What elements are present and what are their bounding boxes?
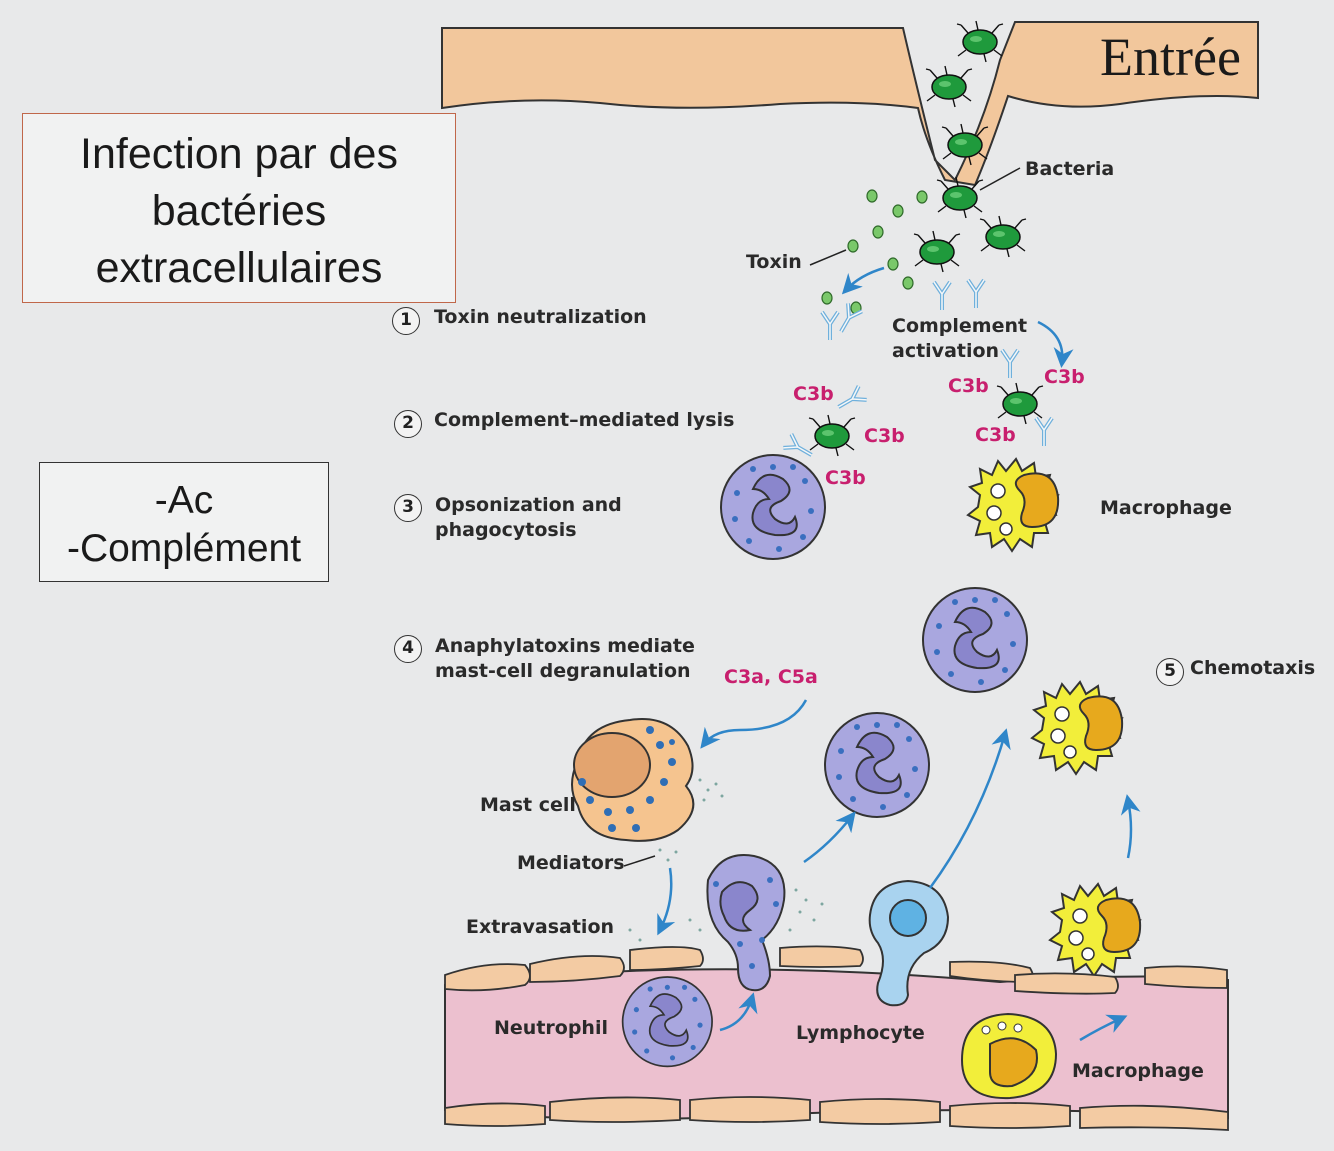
macrophage-top-cell xyxy=(967,458,1060,552)
step-4-label-line-2: mast-cell degranulation xyxy=(435,660,691,682)
neutrophil-migrating-2 xyxy=(824,712,930,818)
bacteria-label: Bacteria xyxy=(1025,158,1115,180)
macrophage-in-vessel xyxy=(960,1012,1058,1100)
step-4-label-line-1: Anaphylatoxins mediate xyxy=(435,635,695,657)
step-3-label-line-1: Opsonization and xyxy=(435,494,622,516)
neutrophil-extravasating xyxy=(706,854,786,992)
complement-activation-label-2: activation xyxy=(892,340,1000,362)
c3b-label-3: C3b xyxy=(825,467,866,489)
title-line-2: bactéries xyxy=(151,187,327,235)
lymphocyte-graphic xyxy=(868,879,950,1007)
macrophage-chemotaxis xyxy=(1031,681,1124,775)
macrophage-top-label: Macrophage xyxy=(1100,497,1232,519)
macrophage-bottom-label: Macrophage xyxy=(1072,1060,1204,1082)
title-line-3: extracellulaires xyxy=(95,244,383,292)
step-3-number: 3 xyxy=(394,494,422,522)
c3b-label-1: C3b xyxy=(793,383,834,405)
extravasation-label: Extravasation xyxy=(466,916,615,938)
toxin-label: Toxin xyxy=(746,251,802,273)
c3b-label-5: C3b xyxy=(1044,366,1085,388)
step-2-number: 2 xyxy=(394,410,422,438)
c3b-label-2: C3b xyxy=(864,425,905,447)
step-2-label: Complement–mediated lysis xyxy=(434,409,735,431)
effector-line-2: -Complément xyxy=(66,527,302,570)
title-line-1: Infection par des xyxy=(80,130,398,178)
effectors-box: -Ac -Complément xyxy=(39,462,329,582)
skin-layer xyxy=(441,21,1259,187)
complement-activation-label-1: Complement xyxy=(892,315,1028,337)
step-1-number: 1 xyxy=(392,307,420,335)
c3b-label-4: C3b xyxy=(948,375,989,397)
step-5-number: 5 xyxy=(1156,658,1184,686)
title-box: Infection par des bactéries extracellula… xyxy=(22,113,456,303)
c3a-c5a-label: C3a, C5a xyxy=(724,666,818,688)
mast-cell-label: Mast cell xyxy=(480,794,576,816)
mast-cell-graphic xyxy=(571,718,695,842)
step-5-label: Chemotaxis xyxy=(1190,657,1316,679)
step-4-number: 4 xyxy=(394,635,422,663)
neutrophil-phagocyte xyxy=(720,454,826,560)
neutrophil-label: Neutrophil xyxy=(494,1017,608,1039)
neutrophil-migrating-1 xyxy=(922,587,1028,693)
effector-line-1: -Ac xyxy=(154,479,214,522)
macrophage-extravasating xyxy=(1049,883,1142,977)
toxin-particles xyxy=(821,189,928,315)
neutrophil-in-vessel xyxy=(621,976,713,1068)
endothelium-bottom xyxy=(444,1096,1229,1131)
step-3-label-line-2: phagocytosis xyxy=(435,519,577,541)
endothelium-top xyxy=(444,945,1228,995)
c3b-label-6: C3b xyxy=(975,424,1016,446)
step-1-label: Toxin neutralization xyxy=(434,306,647,328)
lymphocyte-label: Lymphocyte xyxy=(796,1022,925,1044)
mediators-label: Mediators xyxy=(517,852,625,874)
mediator-speckles xyxy=(628,778,824,942)
entree-label: Entrée xyxy=(1100,27,1241,87)
